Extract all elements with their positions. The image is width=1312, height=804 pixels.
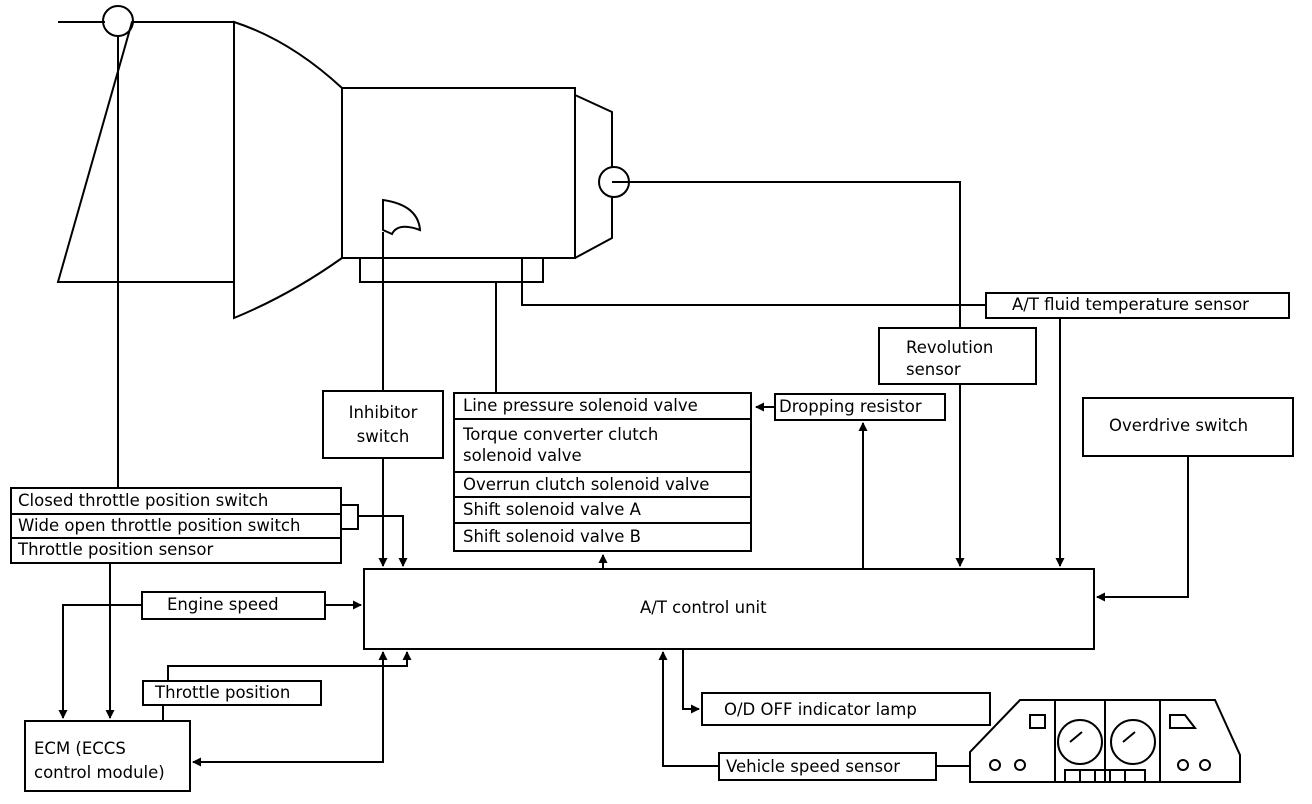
torque-converter-valve-label-1: Torque converter clutch: [463, 425, 659, 444]
engine-speed-label: Engine speed: [167, 595, 279, 614]
throttle-position-sensor-label: Throttle position sensor: [18, 540, 214, 559]
overdrive-switch-label: Overdrive switch: [1109, 416, 1249, 435]
engine-outline: [56, 21, 235, 283]
shift-valve-b-label: Shift solenoid valve B: [463, 527, 641, 546]
od-off-lamp-label: O/D OFF indicator lamp: [724, 700, 917, 719]
overrun-clutch-valve-label: Overrun clutch solenoid valve: [463, 475, 710, 494]
dropping-resistor-label: Dropping resistor: [779, 397, 922, 416]
transmission-case: [341, 87, 576, 259]
inhibitor-switch-label-1: Inhibitor: [348, 403, 418, 422]
ecm-label-1: ECM (ECCS: [34, 739, 126, 758]
od-off-lamp-box: [701, 692, 991, 726]
transmission-tail: [574, 94, 613, 259]
at-control-unit-box: [363, 568, 1095, 650]
revolution-sensor-box: [878, 327, 1037, 385]
instrument-cluster-drawing: [969, 699, 1241, 783]
valve-body-connector: [359, 258, 544, 283]
revolution-sensor-label-2: sensor: [906, 360, 961, 379]
ecm-box: [24, 720, 191, 792]
ecm-label-2: control module): [34, 763, 165, 782]
throttle-position-box: [142, 680, 322, 706]
throttle-position-label: Throttle position: [155, 683, 291, 702]
inhibitor-switch-shape: [382, 198, 422, 236]
wide-open-throttle-switch-label: Wide open throttle position switch: [18, 516, 301, 535]
closed-throttle-switch-label: Closed throttle position switch: [18, 491, 269, 510]
torque-converter-valve-label-2: solenoid valve: [463, 446, 582, 465]
line-pressure-valve-label: Line pressure solenoid valve: [463, 396, 698, 415]
vehicle-speed-sensor-label: Vehicle speed sensor: [726, 757, 901, 776]
inhibitor-switch-label-2: switch: [356, 427, 410, 446]
at-control-unit-label: A/T control unit: [640, 598, 767, 617]
bellhousing-outline: [233, 20, 343, 320]
throttle-switch-link: [340, 504, 359, 530]
revolution-sensor-label-1: Revolution: [906, 338, 994, 357]
inhibitor-switch-box: [322, 390, 444, 459]
at-fluid-temp-sensor-label: A/T fluid temperature sensor: [1012, 295, 1249, 314]
engine-sensor-circle: [102, 5, 134, 37]
shift-valve-a-label: Shift solenoid valve A: [463, 500, 641, 519]
